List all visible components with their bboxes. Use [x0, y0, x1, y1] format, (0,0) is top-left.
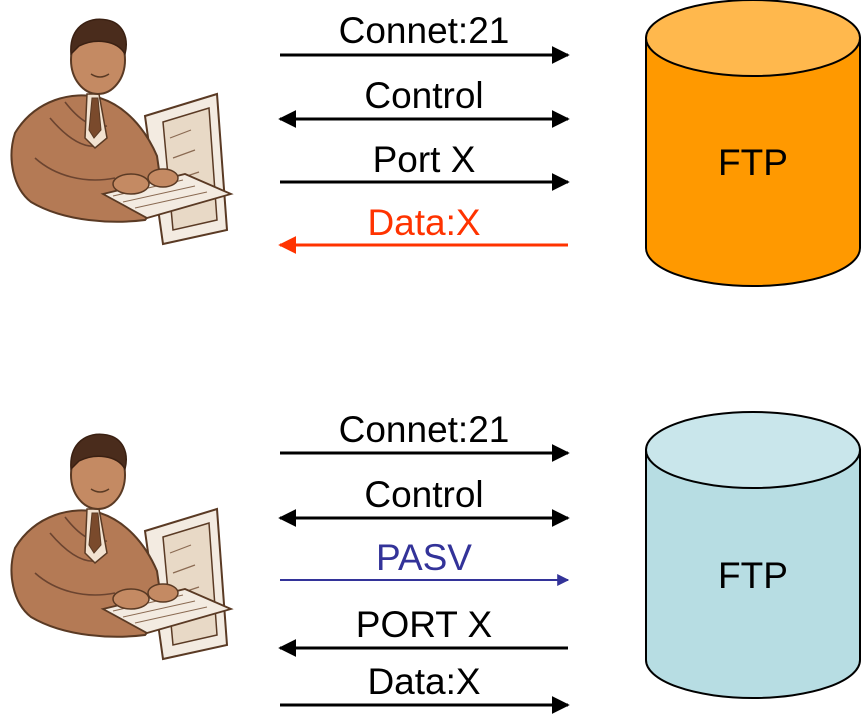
passive-arrow-port: PORT X — [278, 604, 568, 657]
passive-arrow-control-label: Control — [364, 474, 483, 515]
passive-arrow-connect: Connet:21 — [280, 409, 570, 462]
passive-arrow-port-label: PORT X — [356, 604, 492, 645]
active-arrow-data: Data:X — [278, 202, 568, 254]
active-arrow-control-label: Control — [364, 75, 483, 116]
ftp-server-label-active: FTP — [718, 142, 788, 183]
client-computer-icon — [10, 18, 233, 245]
ftp-server-cylinder-active: FTP — [645, 0, 861, 287]
active-arrow-connect-label: Connet:21 — [339, 10, 510, 51]
active-mode-section: Connet:21 Control Port X Data:X FTP — [10, 0, 861, 287]
passive-arrow-pasv: PASV — [280, 537, 570, 586]
passive-arrow-control: Control — [278, 474, 570, 527]
passive-arrow-data-label: Data:X — [367, 661, 480, 702]
passive-arrow-data: Data:X — [280, 661, 570, 714]
active-arrow-data-label: Data:X — [367, 202, 480, 243]
active-arrow-port-label: Port X — [373, 139, 476, 180]
active-arrow-control: Control — [278, 75, 570, 128]
active-arrow-port: Port X — [280, 139, 570, 191]
client-computer-icon — [10, 433, 233, 660]
passive-arrow-pasv-label: PASV — [376, 537, 472, 578]
passive-arrow-connect-label: Connet:21 — [339, 409, 510, 450]
active-arrow-connect: Connet:21 — [280, 10, 570, 64]
ftp-server-cylinder-passive: FTP — [645, 411, 861, 699]
passive-mode-section: Connet:21 Control PASV PORT X Data:X FTP — [10, 409, 861, 714]
ftp-server-label-passive: FTP — [718, 555, 788, 596]
